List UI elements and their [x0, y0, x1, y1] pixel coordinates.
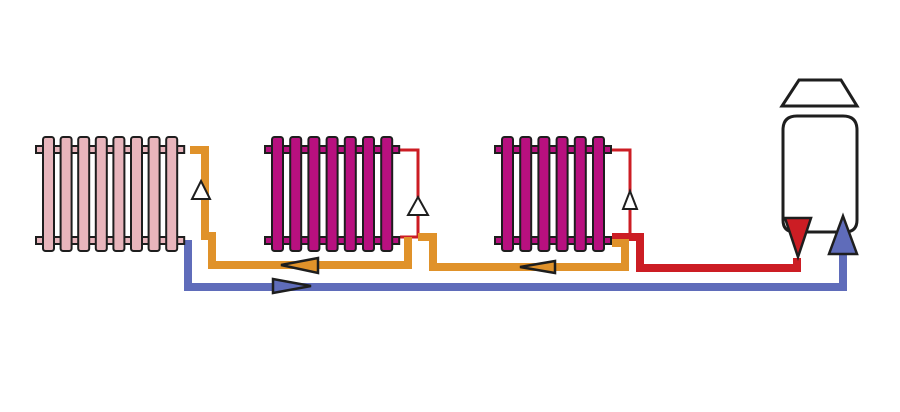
radiator-section — [130, 136, 143, 252]
boiler-icon — [779, 78, 860, 234]
radiator-section — [501, 136, 514, 252]
intermediate-pipe-left — [190, 146, 412, 269]
radiator-section — [555, 136, 569, 252]
radiator-bottom-manifold — [35, 236, 186, 245]
supply-riser-middle — [400, 148, 420, 239]
radiator-section — [94, 136, 108, 252]
radiator-left — [35, 136, 186, 252]
flow-arrow-orange-main-left — [280, 256, 320, 275]
radiator-section — [519, 136, 533, 252]
supply-riser-right — [612, 148, 632, 237]
radiator-section — [537, 136, 551, 252]
supply-pipe-main — [612, 233, 801, 272]
radiator-bottom-manifold — [494, 236, 612, 245]
radiator-section — [147, 136, 161, 252]
radiator-middle — [264, 136, 401, 252]
return-pipe — [184, 240, 847, 291]
radiator-section — [42, 136, 55, 252]
boiler-body — [781, 114, 859, 234]
radiator-section — [343, 136, 357, 252]
flow-arrows — [190, 178, 859, 295]
radiator-section — [592, 136, 605, 252]
radiator-right — [494, 136, 612, 252]
radiator-section — [59, 136, 73, 252]
radiator-section — [165, 136, 179, 252]
radiator-section — [112, 136, 126, 252]
flow-arrow-middle-riser — [406, 194, 430, 216]
flow-arrow-boiler-inlet — [827, 212, 859, 256]
flow-arrow-orange-main-right — [519, 259, 557, 275]
flow-arrow-left-riser — [190, 178, 212, 200]
boiler-hood — [779, 78, 860, 108]
radiator-section — [380, 136, 394, 252]
radiator-top-manifold — [35, 145, 186, 154]
radiator-section — [271, 136, 284, 252]
radiator-top-manifold — [494, 145, 612, 154]
radiator-section — [77, 136, 91, 252]
flow-arrow-return-main — [271, 277, 312, 295]
radiator-section — [573, 136, 587, 252]
radiator-section — [307, 136, 321, 252]
radiator-section — [362, 136, 375, 252]
flow-arrow-boiler-outlet — [783, 216, 813, 261]
radiator-section — [289, 136, 303, 252]
radiator-section — [325, 136, 339, 252]
flow-arrow-right-riser — [621, 188, 639, 210]
